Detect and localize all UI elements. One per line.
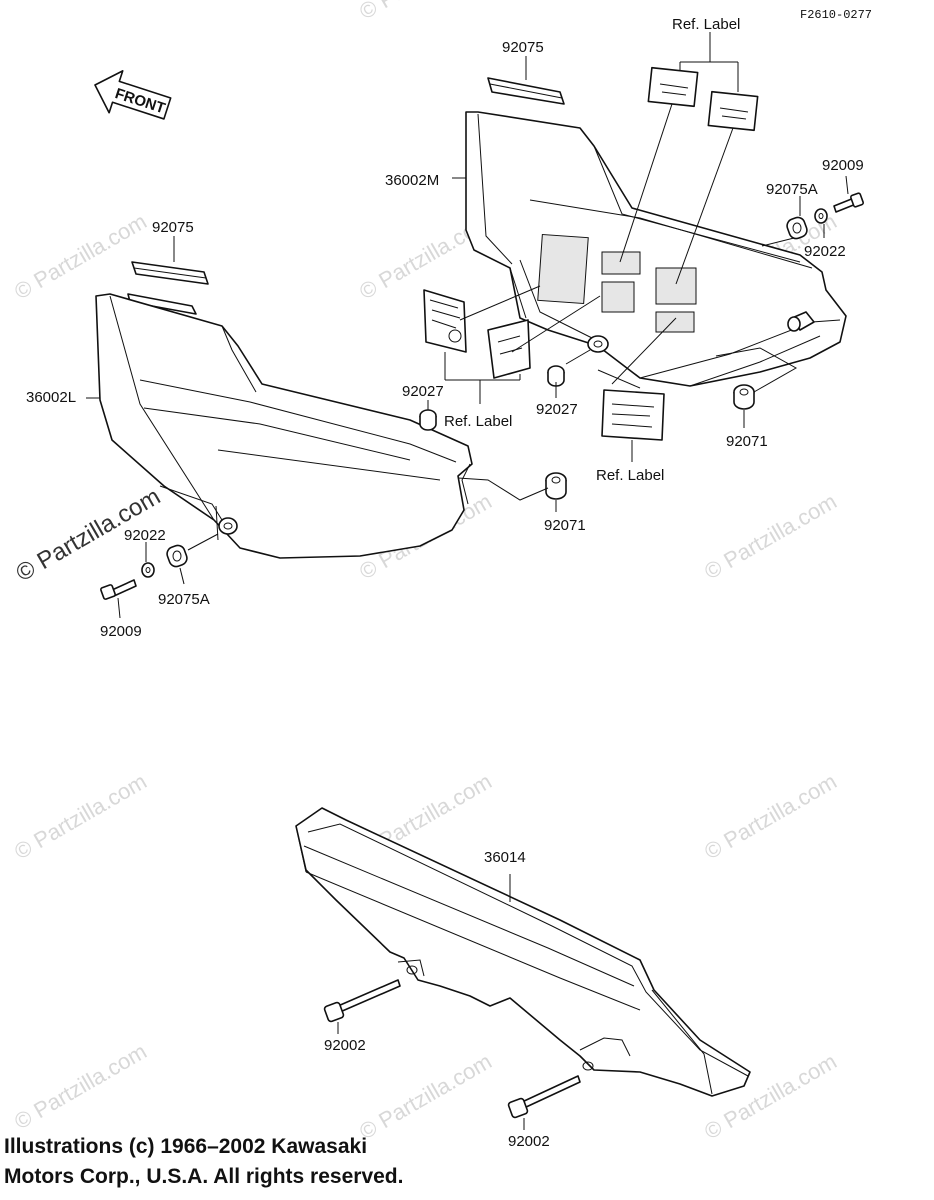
label-ref-top: Ref. Label xyxy=(672,16,740,33)
grommet-92027-right xyxy=(547,349,591,398)
grommet-92071-left xyxy=(457,472,567,512)
label-36014: 36014 xyxy=(484,849,526,866)
label-92075A-right: 92075A xyxy=(766,181,818,198)
label-92027-right: 92027 xyxy=(536,401,578,418)
label-92075-left: 92075 xyxy=(152,219,194,236)
copyright-line-1: Illustrations (c) 1966–2002 Kawasaki xyxy=(4,1135,368,1158)
label-92075A-left: 92075A xyxy=(158,591,210,608)
label-92009-left: 92009 xyxy=(100,623,142,640)
chain-cover xyxy=(295,807,751,1097)
label-92002-bottom: 92002 xyxy=(508,1133,550,1150)
bolts-92002 xyxy=(323,874,581,1130)
watermark: © Partzilla.com xyxy=(10,209,151,305)
label-92022-left: 92022 xyxy=(124,527,166,544)
watermark: © Partzilla.com xyxy=(355,1049,496,1145)
front-arrow: FRONT xyxy=(94,70,172,120)
ref-labels-top xyxy=(619,32,759,285)
label-92075-top: 92075 xyxy=(502,39,544,56)
label-ref-right: Ref. Label xyxy=(596,467,664,484)
label-36002M: 36002M xyxy=(385,172,439,189)
grommet-92027-left xyxy=(419,400,437,431)
label-36002L: 36002L xyxy=(26,389,76,406)
watermark: © Partzilla.com xyxy=(700,489,841,585)
label-92022-right: 92022 xyxy=(804,243,846,260)
fasteners-right xyxy=(761,175,864,247)
label-92071-right: 92071 xyxy=(726,433,768,450)
side-cover-right xyxy=(465,77,847,387)
label-ref-left: Ref. Label xyxy=(444,413,512,430)
label-92071-mid: 92071 xyxy=(544,517,586,534)
ref-label-right xyxy=(597,317,677,462)
label-stickers xyxy=(423,285,601,404)
side-cover-left xyxy=(95,261,473,559)
leader-lines xyxy=(86,56,527,399)
watermark: © Partzilla.com xyxy=(10,769,151,865)
copyright-notice: Illustrations (c) 1966–2002 Kawasaki Mot… xyxy=(4,1132,403,1192)
callout-labels: 92075 Ref. Label 36002M 92009 92075A 920… xyxy=(26,16,864,1150)
figure-code: F2610-0277 xyxy=(800,8,872,22)
label-92002-left: 92002 xyxy=(324,1037,366,1054)
copyright-line-2: Motors Corp., U.S.A. All rights reserved… xyxy=(4,1165,404,1188)
watermark: © Partzilla.com xyxy=(355,0,496,24)
grommet-92071-right xyxy=(715,347,798,428)
fasteners-left xyxy=(100,533,219,619)
label-92027-left: 92027 xyxy=(402,383,444,400)
watermark: © Partzilla.com xyxy=(10,1039,151,1135)
label-92009-right: 92009 xyxy=(822,157,864,174)
watermark: © Partzilla.com xyxy=(700,769,841,865)
